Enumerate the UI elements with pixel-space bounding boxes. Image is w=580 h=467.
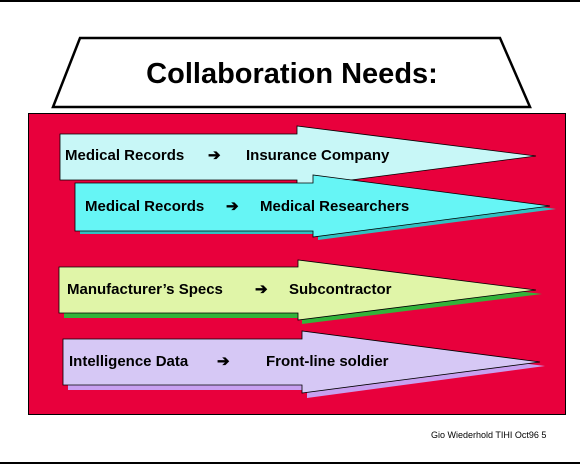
bottom-rule [0,462,580,464]
arrow-1-target: Insurance Company [246,147,390,164]
arrow-3-target: Subcontractor [289,281,392,298]
title-trapezoid [51,36,532,109]
slide-footer: Gio Wiederhold TIHI Oct96 5 [431,430,547,440]
right-arrow-icon: ➔ [208,147,221,164]
arrow-1 [59,125,537,188]
top-rule [0,0,580,2]
arrow-3 [58,259,542,324]
right-arrow-icon: ➔ [226,198,239,215]
arrow-2 [74,174,556,240]
arrow-4 [62,330,545,398]
right-arrow-icon: ➔ [217,353,230,370]
arrow-3-source: Manufacturer’s Specs [67,281,223,298]
right-arrow-icon: ➔ [255,281,268,298]
arrow-2-target: Medical Researchers [260,198,410,215]
arrow-1-source: Medical Records [65,147,185,164]
arrow-4-target: Front-line soldier [266,353,389,370]
arrow-4-source: Intelligence Data [69,353,189,370]
arrow-2-source: Medical Records [85,198,205,215]
slide-title: Collaboration Needs: [146,58,438,90]
